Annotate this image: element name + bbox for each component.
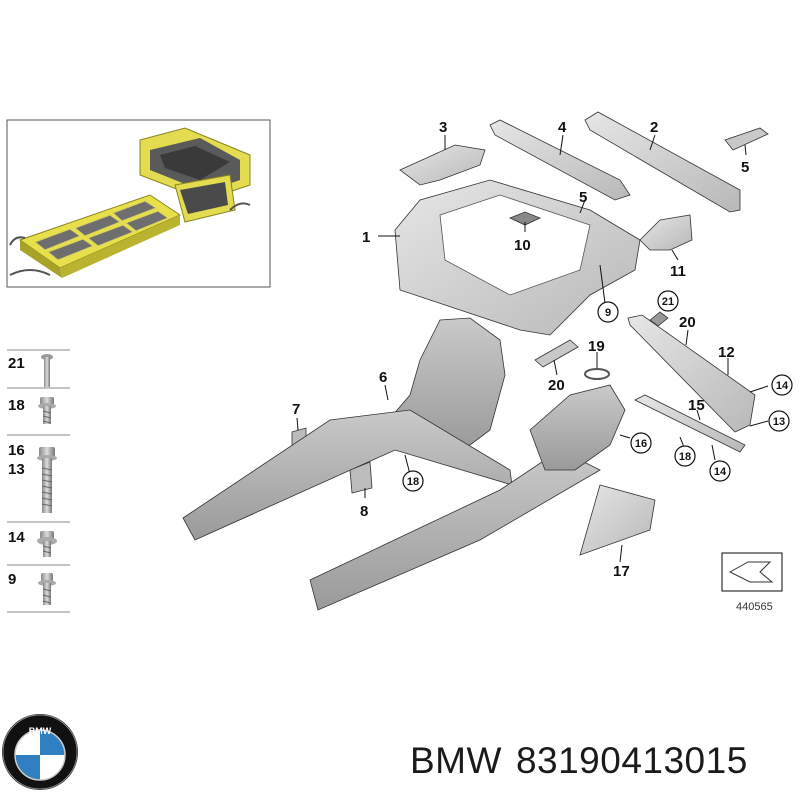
callout-3: 3: [439, 119, 447, 136]
legend-label: 14: [8, 529, 25, 546]
part-4: [489, 119, 631, 201]
callout-17: 17: [613, 563, 630, 580]
legend-label: 9: [8, 571, 16, 588]
callout-9: 9: [605, 307, 611, 319]
reference-number: 440565: [736, 601, 773, 613]
bolt-icon: [37, 531, 57, 557]
callout-20: 20: [679, 314, 696, 331]
bolt-icon: [38, 397, 56, 424]
callout-20: 20: [548, 377, 565, 394]
part-21: [649, 311, 669, 327]
arrow-icon: [728, 561, 774, 583]
longitudinal-rail-left: [182, 409, 513, 541]
part-17: [579, 484, 656, 556]
callout-5: 5: [579, 189, 587, 206]
leader-lines: [296, 134, 769, 563]
reference-box: 440565: [721, 552, 783, 613]
bolt-icon: [37, 447, 57, 513]
callout-18: 18: [407, 476, 419, 488]
callout-18: 18: [679, 451, 691, 463]
callout-2: 2: [650, 119, 658, 136]
part-20: [534, 339, 579, 368]
callout-6: 6: [379, 369, 387, 386]
brand-name: BMW: [410, 740, 502, 781]
callout-5: 5: [741, 159, 749, 176]
part-number: 83190413015: [515, 740, 748, 781]
callout-12: 12: [718, 344, 735, 361]
legend-label: 18: [8, 397, 25, 414]
callout-4: 4: [558, 119, 567, 136]
part-16: [529, 384, 626, 471]
longitudinal-rail-right: [309, 449, 601, 611]
callouts: 1 2 3 4 5 5 6 7 8 10 11 12 15 17 19 20 2…: [292, 119, 749, 580]
part-3: [399, 144, 486, 186]
circled-callouts: [402, 290, 793, 492]
callout-13: 13: [773, 416, 785, 428]
legend-label: 16: [8, 442, 25, 459]
parts: [182, 111, 769, 611]
callout-14: 14: [714, 466, 727, 478]
logo-text: BMW: [29, 726, 52, 736]
callout-21: 21: [662, 296, 674, 308]
circled-callout-numbers: 9 14 13 14 18 16 18 21: [407, 296, 789, 488]
part-10: [508, 211, 542, 226]
part-12: [627, 314, 756, 433]
part-15: [634, 394, 746, 453]
bmw-logo: BMW: [2, 714, 78, 790]
part-5-top: [724, 127, 769, 151]
bolt-icon: [41, 354, 53, 387]
part-caption: BMW 83190413015: [410, 740, 762, 782]
part-2: [584, 111, 741, 213]
bolt-icon: [38, 573, 56, 605]
callout-10: 10: [514, 237, 531, 254]
part-19: [584, 368, 610, 380]
legend-label: 21: [8, 355, 25, 372]
inset-vehicle-image: [6, 119, 271, 288]
callout-19: 19: [588, 338, 605, 355]
part-11: [639, 214, 693, 251]
callout-1: 1: [362, 229, 370, 246]
callout-8: 8: [360, 503, 368, 520]
callout-16: 16: [635, 438, 647, 450]
callout-14: 14: [776, 380, 789, 392]
callout-15: 15: [688, 397, 705, 414]
legend-label: 13: [8, 461, 25, 478]
bolt-legend: 21 18 16 13 14 9: [7, 349, 70, 613]
callout-7: 7: [292, 401, 300, 418]
callout-11: 11: [670, 263, 686, 280]
